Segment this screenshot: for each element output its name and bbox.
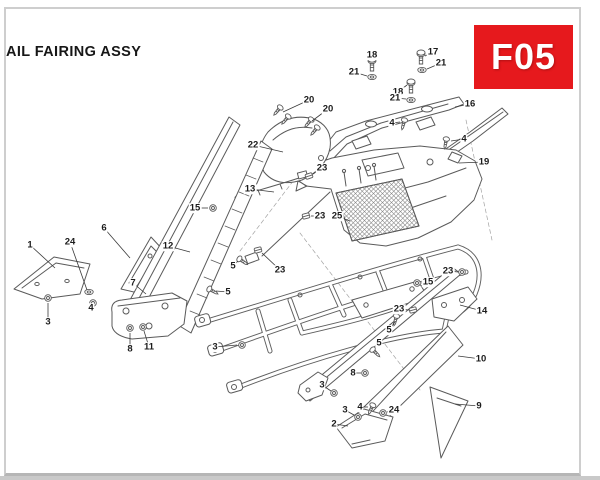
callout-4: 4: [388, 117, 396, 129]
callout-8: 8: [349, 367, 357, 379]
callout-23: 23: [315, 162, 329, 174]
part-center-cowl: [335, 408, 394, 449]
callout-5: 5: [375, 337, 383, 349]
page-title: AIL FAIRING ASSY: [6, 44, 142, 60]
callout-22: 22: [246, 139, 260, 151]
callout-3: 3: [318, 379, 326, 391]
callout-23: 23: [441, 265, 455, 277]
callout-4: 4: [460, 133, 468, 145]
callout-13: 13: [243, 183, 257, 195]
callout-5: 5: [385, 324, 393, 336]
page-bottom-edge: [0, 476, 600, 480]
callout-5: 5: [224, 286, 232, 298]
part-undertray-mesh: [335, 162, 420, 242]
callout-20: 20: [321, 103, 335, 115]
callout-25: 25: [330, 210, 344, 222]
part-lower-cowl-right: [429, 386, 469, 459]
callout-23: 23: [392, 303, 406, 315]
callout-17: 17: [426, 46, 440, 58]
callout-21: 21: [347, 66, 361, 78]
callout-11: 11: [142, 341, 156, 353]
callout-19: 19: [477, 156, 491, 168]
callout-10: 10: [474, 353, 488, 365]
callout-8: 8: [126, 343, 134, 355]
callout-1: 1: [26, 239, 34, 251]
callout-15: 15: [188, 202, 202, 214]
callout-15: 15: [421, 276, 435, 288]
callout-18: 18: [365, 49, 379, 61]
part-side-panel-left: [13, 256, 91, 300]
callout-20: 20: [302, 94, 316, 106]
callout-21: 21: [434, 57, 448, 69]
callout-23: 23: [313, 210, 327, 222]
callout-24: 24: [387, 404, 401, 416]
callout-3: 3: [211, 341, 219, 353]
callout-9: 9: [475, 400, 483, 412]
callout-3: 3: [44, 316, 52, 328]
callout-18: 18: [391, 86, 405, 98]
callout-12: 12: [161, 240, 175, 252]
callout-16: 16: [463, 98, 477, 110]
callout-14: 14: [475, 305, 489, 317]
callout-23: 23: [273, 264, 287, 276]
callout-7: 7: [129, 277, 137, 289]
callout-5: 5: [229, 260, 237, 272]
callout-6: 6: [100, 222, 108, 234]
callout-3: 3: [341, 404, 349, 416]
callout-4: 4: [356, 401, 364, 413]
page-code-badge: F05: [474, 25, 573, 89]
page-code: F05: [490, 36, 557, 77]
callout-4: 4: [87, 302, 95, 314]
callout-21: 21: [388, 92, 402, 104]
callout-24: 24: [63, 236, 77, 248]
callout-2: 2: [330, 418, 338, 430]
